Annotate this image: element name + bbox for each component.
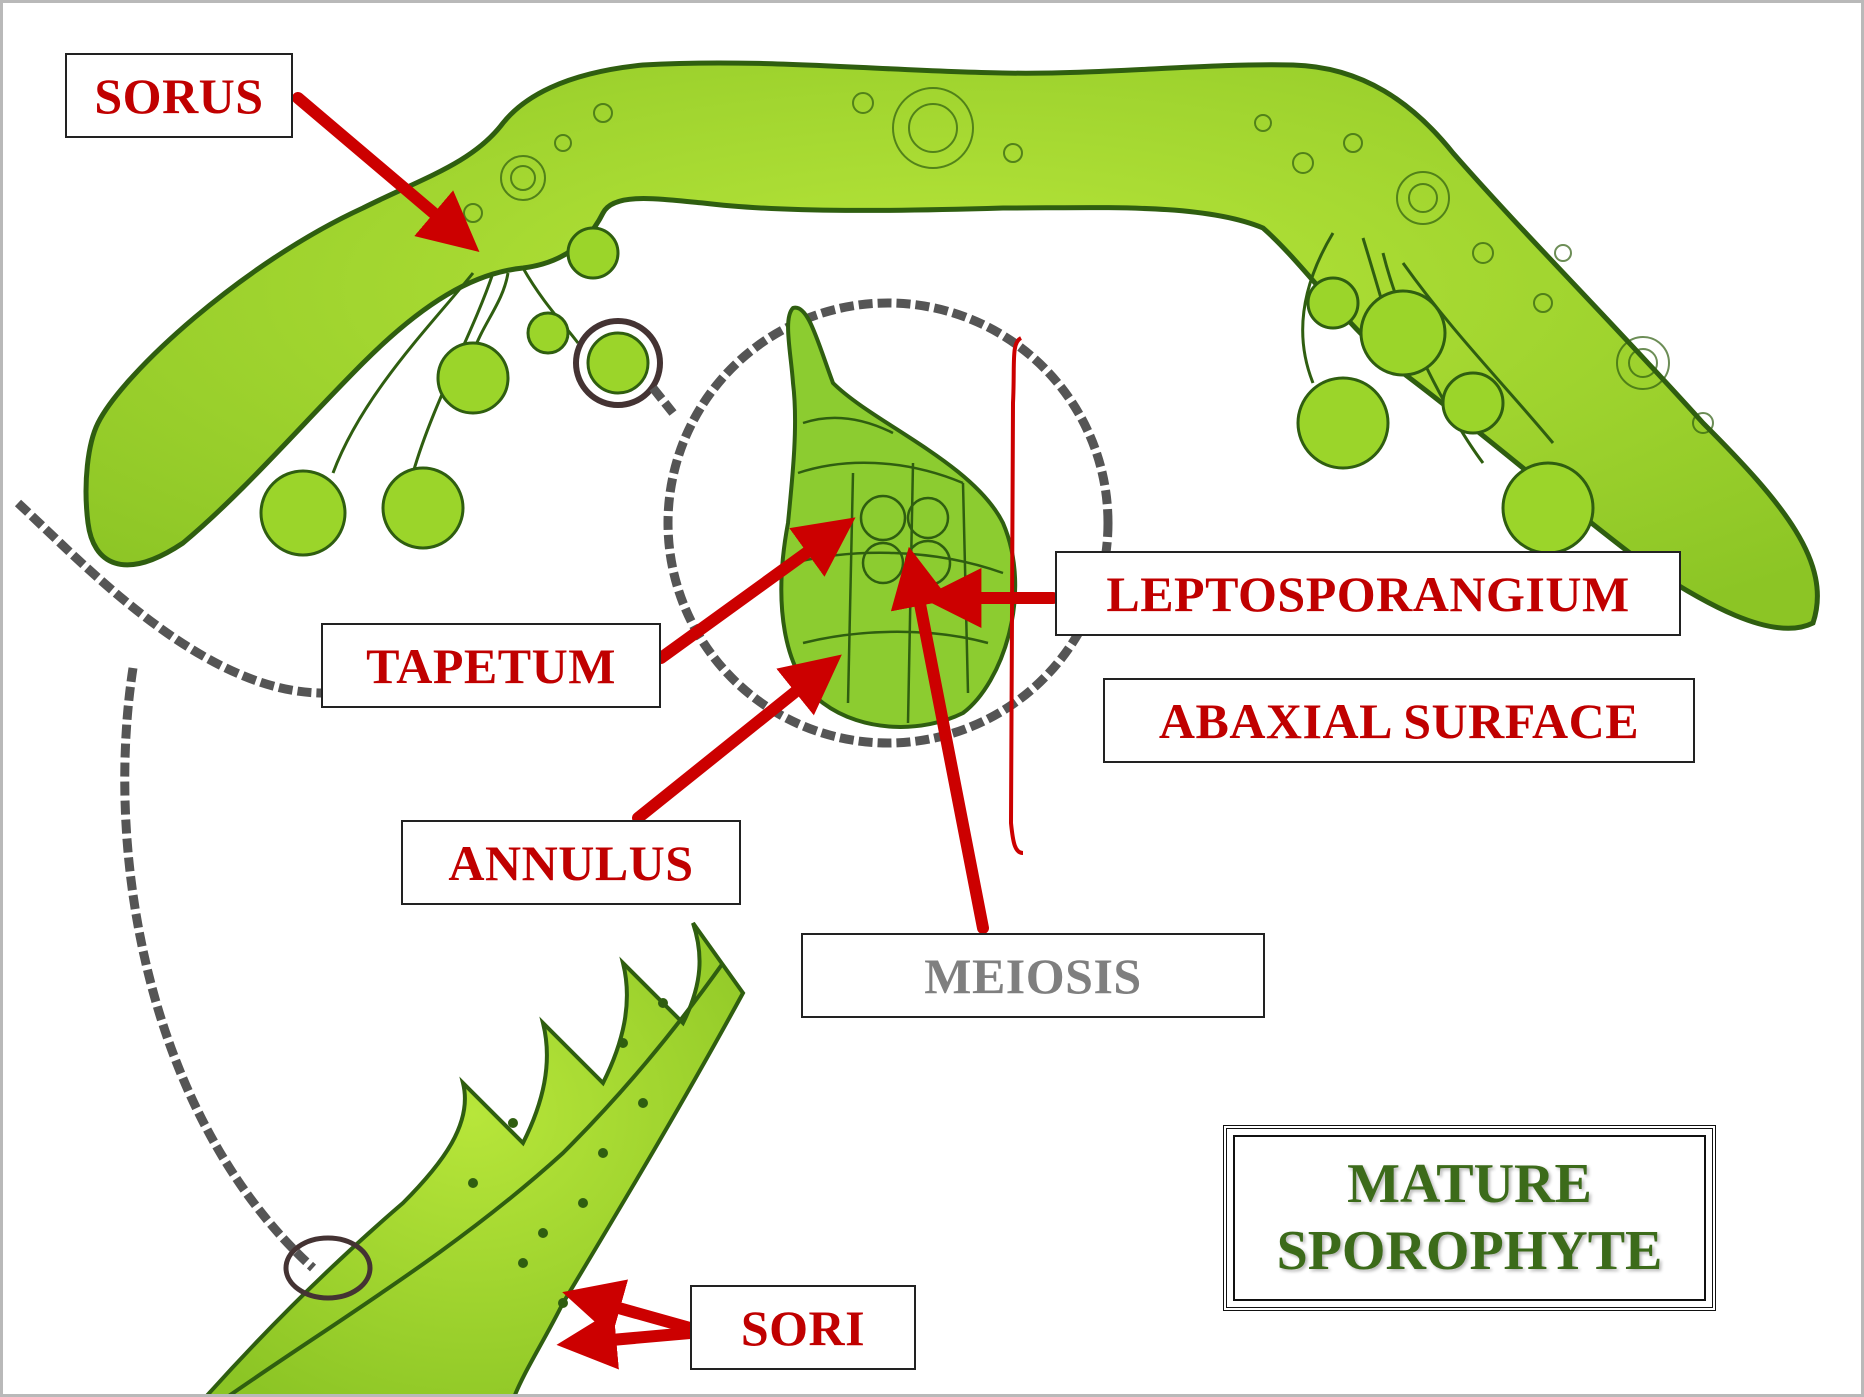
title-line-1: MATURE	[1347, 1151, 1592, 1218]
label-meiosis: MEIOSIS	[801, 933, 1265, 1018]
leptosporangium-drawing	[781, 308, 1015, 727]
label-annulus: ANNULUS	[401, 820, 741, 905]
label-tapetum: TAPETUM	[321, 623, 661, 708]
arrow-annulus	[638, 668, 825, 818]
dashed-zoom-curve-lower	[125, 668, 313, 1268]
label-abaxial-surface: ABAXIAL SURFACE	[1103, 678, 1695, 763]
label-sorus: SORUS	[65, 53, 293, 138]
label-leptosporangium: LEPTOSPORANGIUM	[1055, 551, 1681, 636]
label-sori: SORI	[690, 1285, 916, 1370]
arrow-sori-lower	[578, 1333, 690, 1343]
arrow-sori-upper	[583, 1298, 690, 1328]
title-line-2: SPOROPHYTE	[1277, 1218, 1663, 1285]
title-box: MATURE SPOROPHYTE	[1223, 1125, 1716, 1311]
